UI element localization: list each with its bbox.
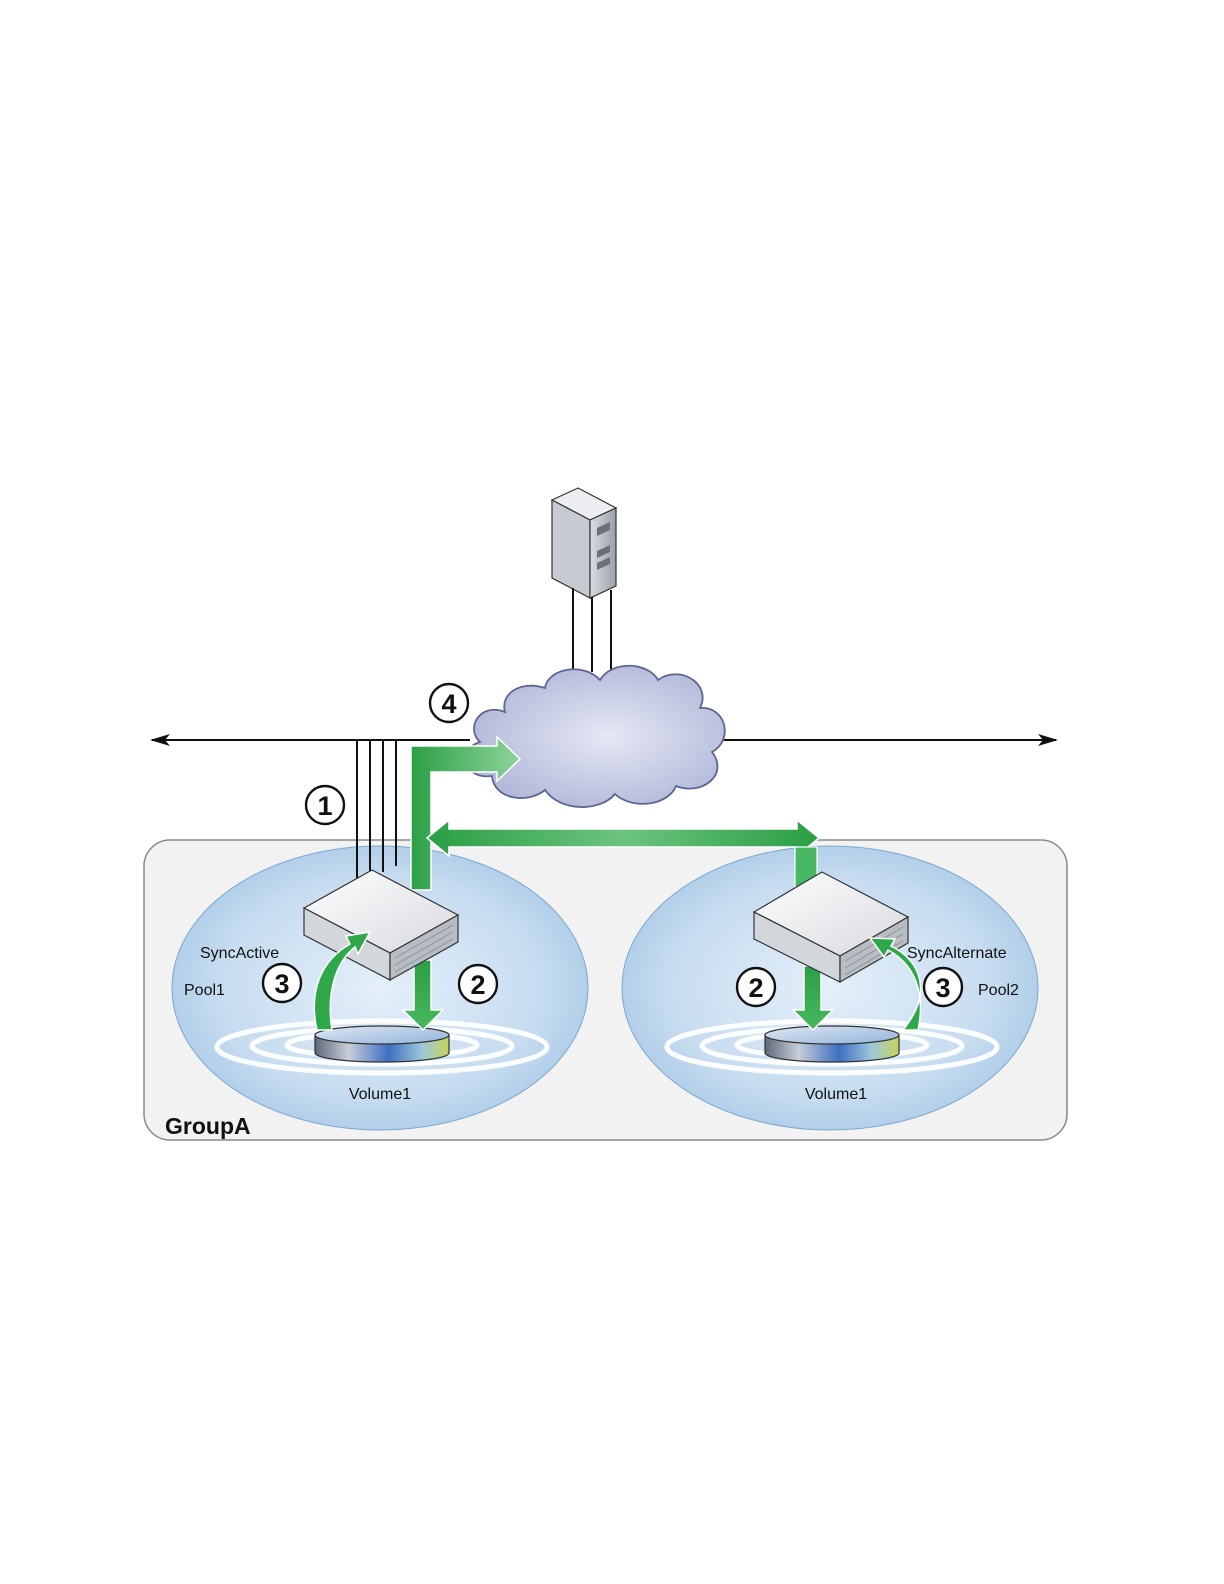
volume-disk-icon	[315, 1026, 449, 1062]
svg-text:3: 3	[274, 969, 289, 999]
member-label-syncactive: SyncActive	[200, 945, 279, 962]
step-3-marker-pool1: 3	[263, 964, 301, 1002]
svg-text:3: 3	[935, 973, 950, 1003]
svg-text:4: 4	[441, 689, 456, 719]
pool-label-pool1: Pool1	[184, 982, 225, 999]
step-1-marker: 1	[306, 786, 344, 824]
volume-label-pool1: Volume1	[349, 1086, 411, 1103]
member-label-syncalternate: SyncAlternate	[907, 945, 1007, 962]
server-cables	[573, 588, 611, 678]
svg-text:2: 2	[470, 970, 485, 1000]
volume-disk-icon	[765, 1026, 899, 1062]
network-cloud-icon	[466, 666, 725, 807]
step-2-marker-pool2: 2	[737, 968, 775, 1006]
group-label: GroupA	[165, 1113, 251, 1139]
server-icon	[552, 488, 616, 598]
volume-label-pool2: Volume1	[805, 1086, 867, 1103]
pool-label-pool2: Pool2	[978, 982, 1019, 999]
step-3-marker-pool2: 3	[924, 968, 962, 1006]
svg-text:1: 1	[317, 791, 332, 821]
step-4-marker: 4	[430, 684, 468, 722]
step-2-marker-pool1: 2	[459, 965, 497, 1003]
svg-text:2: 2	[748, 973, 763, 1003]
